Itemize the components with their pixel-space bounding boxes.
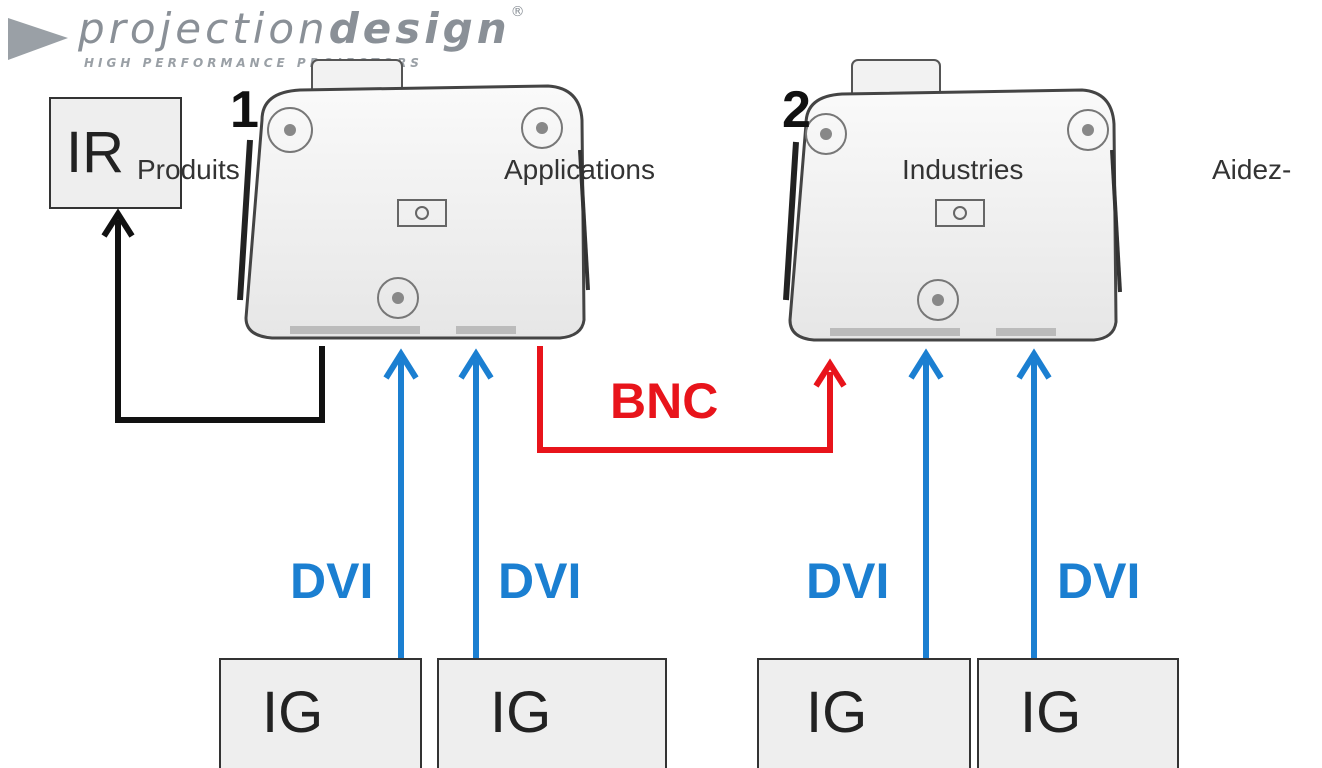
ig-box-3 [757,658,971,768]
dvi-label-1: DVI [290,553,374,609]
ig-label-3: IG [806,680,868,745]
ir-arrowhead [101,208,135,238]
ig-box-1 [219,658,422,768]
nav-industries[interactable]: Industries [902,154,1024,185]
ig-box-2 [437,658,667,768]
bnc-cable [537,346,833,453]
nav-aidez[interactable]: Aidez- [1212,154,1292,185]
ig-box-4 [977,658,1179,768]
nav-applications[interactable]: Applications [504,154,655,185]
dvi-cable-3 [908,348,944,660]
projector-1 [237,59,590,340]
registered-mark: ® [510,4,529,20]
logo-wordmark: projectiondesign® [78,4,529,53]
nav-produits[interactable]: Produits [137,154,240,185]
ir-cable [115,220,325,423]
ir-box [49,97,182,209]
bnc-arrowhead [813,358,847,388]
play-arrow-icon [8,18,68,60]
dvi-cable-1 [383,348,419,660]
dvi-label-3: DVI [806,553,890,609]
ig-label-4: IG [1020,680,1082,745]
projector-2 [783,59,1122,342]
ig-label-2: IG [490,680,552,745]
logo-wordmark-bold: design [328,4,511,53]
dvi-label-2: DVI [498,553,582,609]
ir-label: IR [66,120,124,185]
projector-1-number: 1 [230,81,259,139]
dvi-label-4: DVI [1057,553,1141,609]
projector-2-number: 2 [782,81,811,139]
dvi-cable-4 [1016,348,1052,660]
ig-label-1: IG [262,680,324,745]
bnc-label: BNC [610,373,719,429]
logo-wordmark-light: projection [78,4,329,53]
dvi-cable-2 [458,348,494,660]
